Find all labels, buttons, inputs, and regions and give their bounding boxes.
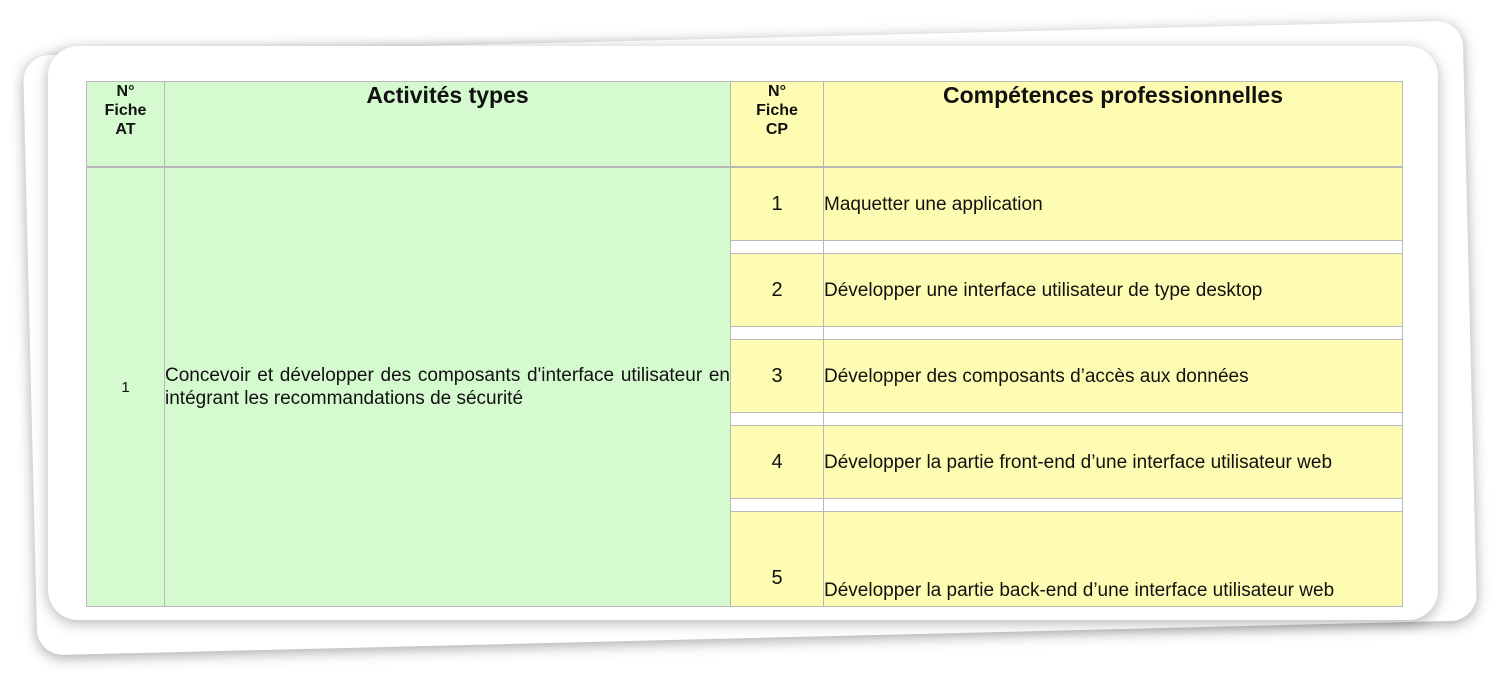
spacer-cell bbox=[730, 326, 824, 340]
header-competences: Compétences professionnelles bbox=[823, 81, 1403, 168]
table-row: 1 Concevoir et développer des composants… bbox=[86, 166, 1403, 607]
competence-number: 1 bbox=[730, 166, 824, 241]
table-row-spacer bbox=[87, 498, 1403, 512]
header-num-cp: N° Fiche CP bbox=[730, 81, 824, 168]
table-row-spacer bbox=[87, 326, 1403, 340]
header-num-at-line: Fiche bbox=[104, 102, 147, 119]
competence-number: 3 bbox=[730, 339, 824, 413]
header-num-cp-line: N° bbox=[768, 83, 786, 100]
competence-number: 2 bbox=[730, 253, 824, 327]
competence-label: Développer une interface utilisateur de … bbox=[823, 253, 1403, 327]
competence-label: Développer des composants d’accès aux do… bbox=[823, 339, 1403, 413]
spacer-cell bbox=[823, 498, 1403, 512]
competence-label: Maquetter une application bbox=[823, 166, 1403, 241]
table-row: 5 Développer la partie back-end d’une in… bbox=[87, 511, 1403, 607]
competence-number: 4 bbox=[730, 425, 824, 499]
spacer-cell bbox=[823, 326, 1403, 340]
header-num-cp-line: Fiche bbox=[756, 102, 798, 119]
activity-number: 1 bbox=[86, 166, 165, 607]
header-num-at: N° Fiche AT bbox=[86, 81, 165, 168]
table-row-spacer bbox=[87, 240, 1403, 254]
activity-label: Concevoir et développer des composants d… bbox=[164, 166, 731, 607]
competence-label: Développer la partie back-end d’une inte… bbox=[823, 511, 1403, 607]
spacer-cell bbox=[730, 240, 824, 254]
competence-label: Développer la partie front-end d’une int… bbox=[823, 425, 1403, 499]
header-num-cp-line: CP bbox=[765, 121, 789, 138]
spacer-cell bbox=[823, 412, 1403, 426]
header-num-at-line: AT bbox=[115, 121, 136, 138]
table-row-spacer bbox=[87, 412, 1403, 426]
table-header-row: N° Fiche AT Activités types N° Fiche CP … bbox=[86, 81, 1403, 168]
spacer-cell bbox=[730, 412, 824, 426]
spacer-cell bbox=[823, 240, 1403, 254]
competences-table: N° Fiche AT Activités types N° Fiche CP … bbox=[86, 81, 1403, 607]
spacer-cell bbox=[730, 498, 824, 512]
competence-number: 5 bbox=[730, 511, 824, 607]
header-num-at-line: N° bbox=[116, 83, 135, 100]
table-row: 2 Développer une interface utilisateur d… bbox=[87, 253, 1403, 327]
table-row: 4 Développer la partie front-end d’une i… bbox=[87, 425, 1403, 499]
header-activites-types: Activités types bbox=[164, 81, 731, 168]
document-card: N° Fiche AT Activités types N° Fiche CP … bbox=[48, 46, 1438, 620]
